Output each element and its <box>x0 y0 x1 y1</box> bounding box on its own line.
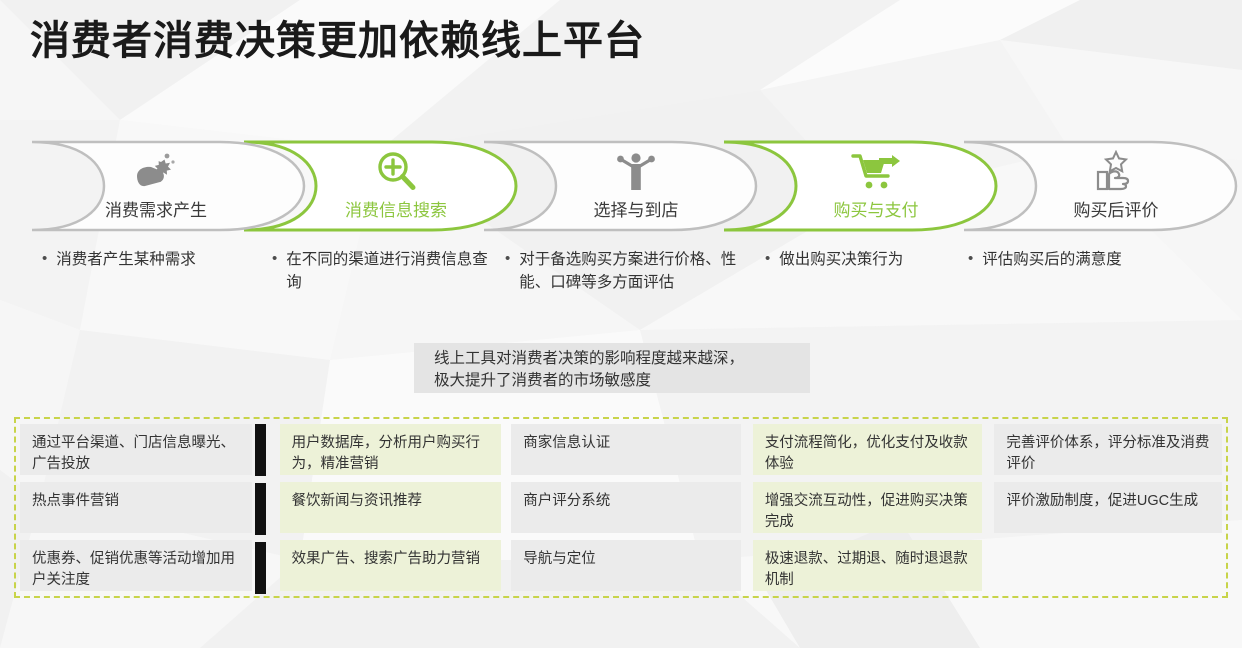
matrix-cell-5-3 <box>994 540 1222 591</box>
idea-spark-icon <box>56 150 256 197</box>
matrix-cell-1-1: 通过平台渠道、门店信息曝光、广告投放 <box>20 424 252 475</box>
matrix-cell-5-1: 完善评价体系，评分标准及消费评价 <box>994 424 1222 475</box>
person-choice-icon <box>536 150 736 199</box>
bullet-item-3: • 对于备选购买方案进行价格、性能、口碑等多方面评估 <box>505 248 755 294</box>
matrix-column-3: 商家信息认证 商户评分系统 导航与定位 <box>511 424 741 591</box>
matrix-cell-2-3: 效果广告、搜索广告助力营销 <box>279 540 502 591</box>
matrix-cell-2-2: 餐饮新闻与资讯推荐 <box>279 482 502 533</box>
matrix-cell-1-3: 优惠券、促销优惠等活动增加用户关注度 <box>20 540 252 591</box>
hand-star-rating-icon <box>1016 149 1216 199</box>
accent-bar-1-1 <box>254 424 266 476</box>
bullet-item-4: • 做出购买决策行为 <box>765 248 960 271</box>
matrix-cell-3-3: 导航与定位 <box>511 540 741 591</box>
bullet-item-1: • 消费者产生某种需求 <box>42 248 257 271</box>
bullet-text-5: 评估购买后的满意度 <box>982 251 1122 268</box>
matrix-cell-4-3: 极速退款、过期退、随时退退款机制 <box>752 540 983 591</box>
bullet-item-2: • 在不同的渠道进行消费信息查询 <box>272 248 492 294</box>
matrix-column-5: 完善评价体系，评分标准及消费评价 评价激励制度，促进UGC生成 <box>994 424 1222 591</box>
process-step-label-4: 购买与支付 <box>833 201 919 220</box>
step-description-bullets: • 消费者产生某种需求 • 在不同的渠道进行消费信息查询 • 对于备选购买方案进… <box>0 248 1242 328</box>
search-plus-icon <box>296 150 496 199</box>
bullet-item-5: • 评估购买后的满意度 <box>968 248 1168 271</box>
matrix-cell-1-2: 热点事件营销 <box>20 482 252 533</box>
highlight-line-2: 极大提升了消费者的市场敏感度 <box>434 372 652 389</box>
process-step-label-5: 购买后评价 <box>1073 201 1159 220</box>
process-step-label-2: 消费信息搜索 <box>345 201 447 220</box>
matrix-column-2: 用户数据库，分析用户购买行为，精准营销 餐饮新闻与资讯推荐 效果广告、搜索广告助… <box>266 424 502 591</box>
process-flow-diagram: 消费需求产生 消费信息搜索 选择与到店 购买与支付 购买后评价 <box>0 136 1242 236</box>
process-step-label-3: 选择与到店 <box>593 201 679 220</box>
highlight-banner-text: 线上工具对消费者决策的影响程度越来越深， 极大提升了消费者的市场敏感度 <box>434 348 824 392</box>
capability-matrix: 通过平台渠道、门店信息曝光、广告投放 热点事件营销 优惠券、促销优惠等活动增加用… <box>14 417 1228 598</box>
matrix-cell-5-2: 评价激励制度，促进UGC生成 <box>994 482 1222 533</box>
matrix-column-4: 支付流程简化，优化支付及收款体验 增强交流互动性，促进购买决策完成 极速退款、过… <box>752 424 983 591</box>
matrix-cell-2-1: 用户数据库，分析用户购买行为，精准营销 <box>279 424 502 475</box>
matrix-cell-3-2: 商户评分系统 <box>511 482 741 533</box>
bullet-text-4: 做出购买决策行为 <box>779 251 904 268</box>
bullet-marker-5: • <box>968 250 974 267</box>
highlight-line-1: 线上工具对消费者决策的影响程度越来越深， <box>434 350 745 367</box>
bullet-text-1: 消费者产生某种需求 <box>56 251 196 268</box>
process-step-label-1: 消费需求产生 <box>105 201 207 220</box>
page-title: 消费者消费决策更加依赖线上平台 <box>30 19 645 63</box>
bullet-marker-2: • <box>272 250 278 267</box>
shopping-cart-icon <box>776 150 976 197</box>
accent-bar-1-2 <box>254 483 266 535</box>
bullet-text-2: 在不同的渠道进行消费信息查询 <box>286 251 488 291</box>
bullet-marker-3: • <box>505 250 511 267</box>
bullet-marker-1: • <box>42 250 48 267</box>
bullet-text-3: 对于备选购买方案进行价格、性能、口碑等多方面评估 <box>519 251 737 291</box>
matrix-cell-4-1: 支付流程简化，优化支付及收款体验 <box>752 424 983 475</box>
matrix-cell-4-2: 增强交流互动性，促进购买决策完成 <box>752 482 983 533</box>
matrix-cell-3-1: 商家信息认证 <box>511 424 741 475</box>
matrix-column-1: 通过平台渠道、门店信息曝光、广告投放 热点事件营销 优惠券、促销优惠等活动增加用… <box>20 424 266 594</box>
bullet-marker-4: • <box>765 250 771 267</box>
accent-bar-1-3 <box>254 542 266 594</box>
